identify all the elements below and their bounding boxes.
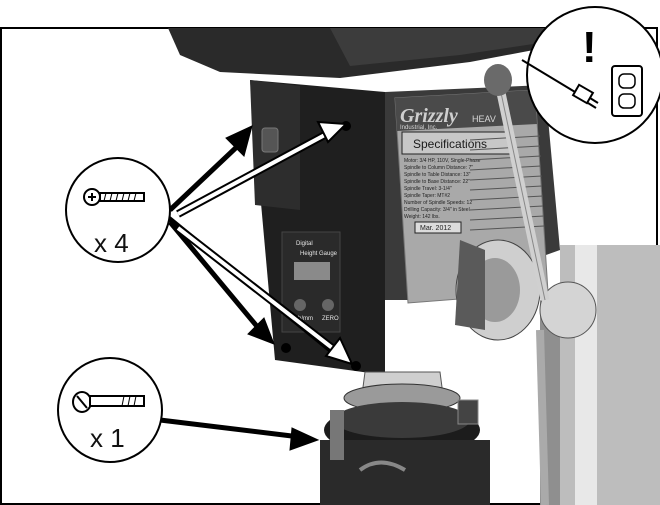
spec-line: Spindle to Base Distance: 22" <box>404 179 470 185</box>
brand-label: Grizzly <box>400 105 458 127</box>
specs-title: Specifications <box>413 137 487 151</box>
quill-assembly <box>320 371 490 505</box>
screw-hole <box>351 361 361 371</box>
unit-button-icon <box>294 299 306 311</box>
screw-icon <box>83 188 145 206</box>
power-switch-icon <box>261 127 279 153</box>
pointer-arrows-light <box>175 120 354 366</box>
spec-line: Spindle to Column Distance: 7" <box>404 165 473 171</box>
spec-line: Spindle Travel: 3-1/4" <box>404 186 452 192</box>
zero-button-label: ZERO <box>322 316 339 322</box>
spec-line: Spindle to Table Distance: 13" <box>404 172 471 178</box>
spec-line: Weight: 142 lbs. <box>404 214 440 220</box>
spec-line: Number of Spindle Speeds: 12 <box>404 200 472 206</box>
spec-line: Spindle Taper: MT#2 <box>404 193 450 199</box>
warning-exclamation: ! <box>582 23 597 72</box>
belt-cover <box>168 28 560 78</box>
bolt-icon <box>72 391 145 413</box>
bolt-quantity-label: x 1 <box>90 423 125 453</box>
screw-hole <box>281 343 291 353</box>
feed-handle-hub <box>455 64 597 505</box>
zero-button-icon <box>322 299 334 311</box>
spec-line: Motor: 3/4 HP, 110V, Single-Phase <box>404 158 481 164</box>
plate-heading: HEAV <box>472 114 496 124</box>
plate-date: Mar. 2012 <box>420 225 451 232</box>
bolt-callout: x 1 <box>57 357 163 463</box>
screw-quantity-label: x 4 <box>94 228 129 258</box>
unplug-warning-icon: ! <box>521 6 660 144</box>
screw-callout: x 4 <box>65 157 171 263</box>
display-height-label: Height <box>300 251 318 257</box>
spec-line: Drilling Capacity: 3/4" in Steel <box>404 207 470 213</box>
display-gauge-label: Gauge <box>319 251 338 257</box>
brand-sub-label: Industrial, Inc. <box>400 125 438 131</box>
display-title: Digital <box>296 241 313 247</box>
